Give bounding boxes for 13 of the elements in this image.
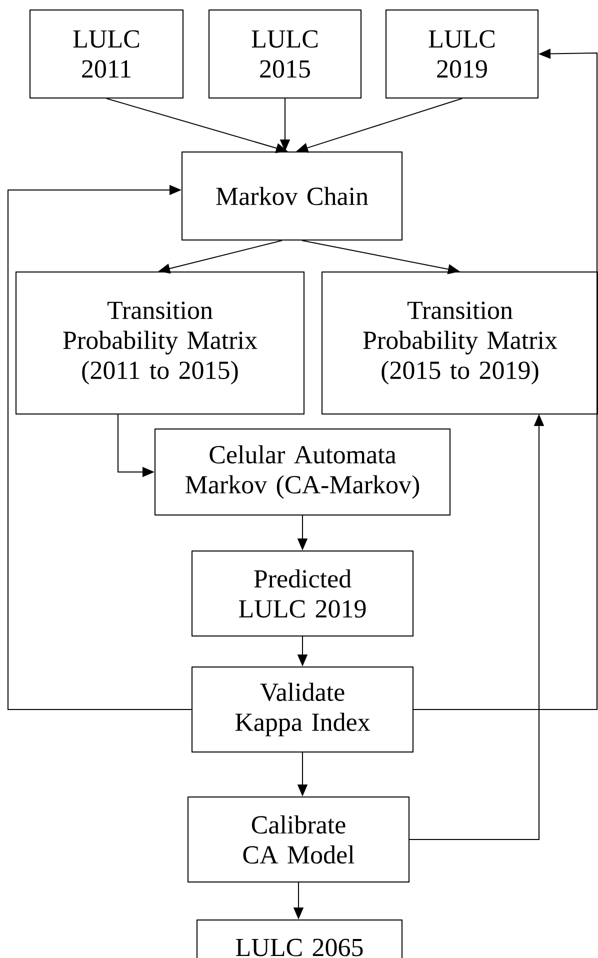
arrow — [8, 184, 192, 710]
arrow — [413, 48, 598, 710]
process-box: Transition Probability Matrix (2011 to 2015) — [16, 272, 304, 414]
process-box: LULC 2015 — [208, 10, 362, 98]
process-box: LULC 2011 — [30, 10, 184, 98]
process-box: Markov Chain — [182, 152, 402, 240]
process-box: Celular Automata Markov (CA-Markov) — [154, 428, 450, 516]
process-box: Calibrate CA Model — [188, 796, 410, 882]
process-box: Predicted LULC 2019 — [192, 550, 414, 636]
process-box: Transition Probability Matrix (2015 to 2019) — [322, 272, 598, 414]
process-box: LULC 2019 — [386, 10, 538, 98]
process-box: LULC 2065 — [196, 920, 402, 958]
process-box: Validate Kappa Index — [192, 666, 414, 752]
